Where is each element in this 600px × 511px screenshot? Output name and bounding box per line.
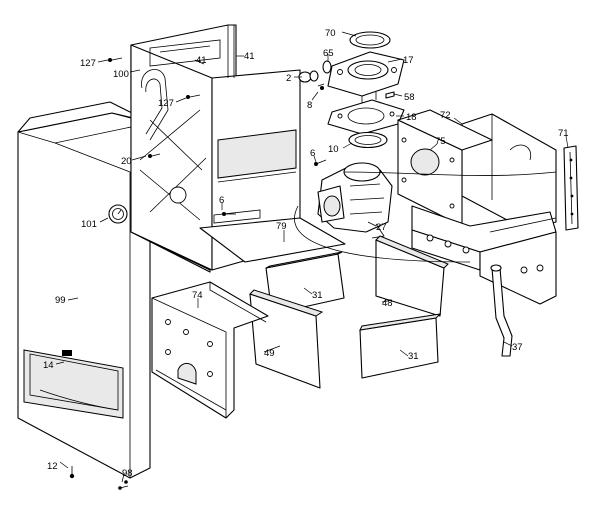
side-bracket-part <box>563 145 579 231</box>
callout-2: 2 <box>286 73 291 84</box>
screws-part <box>69 57 236 490</box>
gas-pipe-part <box>490 264 513 357</box>
callout-100: 100 <box>113 69 129 80</box>
callout-14: 14 <box>43 360 54 371</box>
callout-17: 17 <box>403 55 414 66</box>
callout-18: 18 <box>406 112 417 123</box>
callout-10: 10 <box>328 144 339 155</box>
flue-seal-ring-part <box>348 131 388 149</box>
callout-127-mid: 127 <box>158 98 174 109</box>
callout-72: 72 <box>440 110 451 121</box>
callout-20: 20 <box>121 156 132 167</box>
flue-adaptor-part <box>327 51 405 104</box>
chassis-back-panel-part <box>130 24 346 273</box>
callout-48: 48 <box>382 298 393 309</box>
small-fittings-part <box>298 60 395 166</box>
callout-98: 98 <box>122 468 133 479</box>
callout-41-right: 41 <box>244 51 255 62</box>
callout-37: 37 <box>512 342 523 353</box>
callout-labels: 70 65 17 2 8 58 18 10 127 100 41 41 127 … <box>43 28 569 479</box>
callout-79: 79 <box>276 221 287 232</box>
callout-49: 49 <box>264 348 275 359</box>
front-casing-part <box>17 101 151 479</box>
pressure-gauge-part <box>108 204 128 224</box>
flue-outlet-ring-part <box>349 31 391 49</box>
insulation-panel-31-bottom <box>359 313 442 379</box>
heat-shield-panel-part <box>151 281 269 419</box>
callout-99: 99 <box>55 295 66 306</box>
callout-41-left: 41 <box>196 55 207 66</box>
callout-101: 101 <box>81 219 97 230</box>
callout-8: 8 <box>307 100 312 111</box>
callout-58: 58 <box>404 92 415 103</box>
flue-gasket-part <box>327 99 405 135</box>
callout-75: 75 <box>435 136 446 147</box>
callout-leaders <box>55 31 569 483</box>
fan-assembly-part <box>317 162 393 239</box>
callout-71: 71 <box>558 128 569 139</box>
assembly-guide-line <box>294 205 471 263</box>
callout-65: 65 <box>323 48 334 59</box>
callout-74: 74 <box>192 290 203 301</box>
insulation-panel-49 <box>249 289 324 389</box>
callout-31-bottom: 31 <box>408 351 419 362</box>
callout-12: 12 <box>47 461 58 472</box>
combustion-chamber-part <box>397 109 557 305</box>
callout-31-top: 31 <box>312 290 323 301</box>
callout-27: 27 <box>376 222 387 233</box>
callout-6-left: 6 <box>219 195 224 206</box>
assembly-guide-line <box>343 171 557 176</box>
callout-70: 70 <box>325 28 336 39</box>
callout-6-right: 6 <box>310 148 315 159</box>
insulation-panel-31-top <box>265 251 345 315</box>
callout-127-top: 127 <box>80 58 96 69</box>
